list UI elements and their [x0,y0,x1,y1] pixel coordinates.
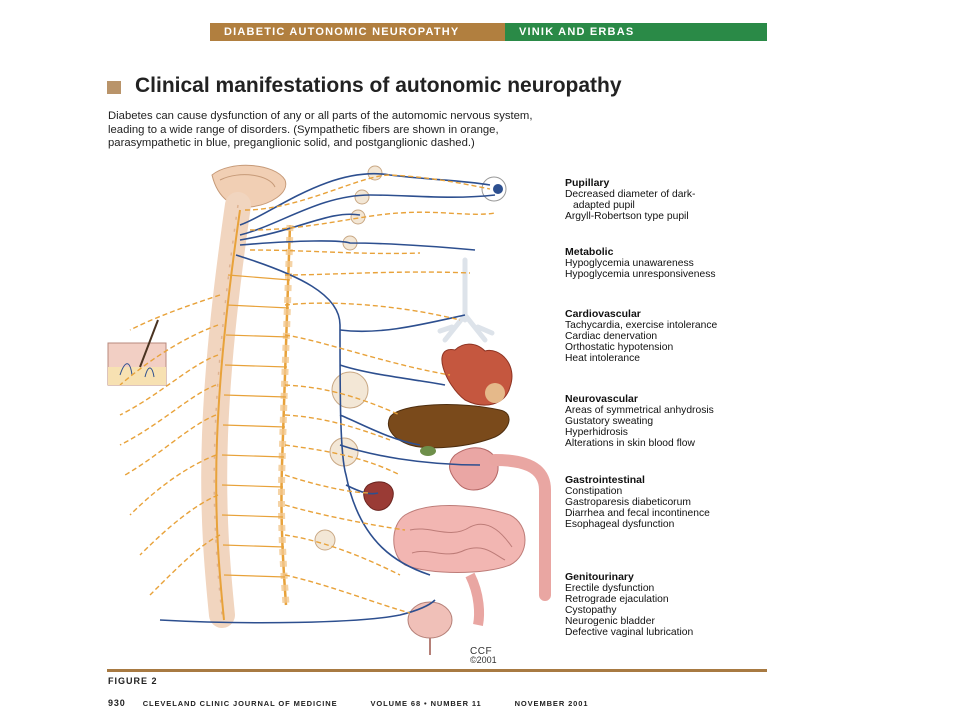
section-item: Decreased diameter of dark- [565,189,696,200]
section-metabolic: Metabolic Hypoglycemia unawareness Hypog… [565,246,780,280]
heart-icon [441,343,513,406]
footer-rule [107,669,767,672]
figure-title: Clinical manifestations of autonomic neu… [135,74,622,97]
section-item: Esophageal dysfunction [565,519,675,530]
section-item: Heat intolerance [565,353,640,364]
intro-line: Diabetes can cause dysfunction of any or… [108,110,533,122]
section-item: Gastroparesis diabeticorum [565,497,691,508]
kidney-icon [363,481,394,511]
section-item: adapted pupil [573,200,635,211]
journal-volume: VOLUME 68 • NUMBER 11 [370,699,482,708]
section-item: Cystopathy [565,605,617,616]
spinal-cord-icon [201,192,251,628]
running-header-topic: DIABETIC AUTONOMIC NEUROPATHY [210,23,505,41]
section-heading: Gastrointestinal [565,474,645,486]
ccf-copyright: ©2001 [470,655,497,665]
section-item: Tachycardia, exercise intolerance [565,320,718,331]
intro-line: leading to a wide range of disorders. (S… [108,123,499,136]
journal-date: NOVEMBER 2001 [514,699,589,708]
section-cardiovascular: Cardiovascular Tachycardia, exercise int… [565,308,780,364]
section-pupillary: Pupillary Decreased diameter of dark- ad… [565,177,780,222]
section-heading: Neurovascular [565,393,638,405]
bladder-icon [407,601,453,655]
page-footer: 930 CLEVELAND CLINIC JOURNAL OF MEDICINE… [108,698,618,708]
section-gastrointestinal: Gastrointestinal Constipation Gastropare… [565,474,780,530]
section-item: Hypoglycemia unawareness [565,258,694,269]
section-item: Cardiac denervation [565,331,658,342]
liver-icon [387,404,510,456]
eye-icon [481,176,507,202]
section-heading: Metabolic [565,246,614,258]
figure-intro: Diabetes can cause dysfunction of any or… [108,110,643,151]
autonomic-nervous-system-illustration [107,164,551,655]
sympathetic-chain-icon [277,224,294,606]
section-item: Argyll-Robertson type pupil [565,211,689,222]
section-item: Defective vaginal lubrication [565,627,694,638]
title-bullet-square [107,81,121,94]
section-item: Alterations in skin blood flow [565,438,695,449]
section-item: Gustatory sweating [565,416,654,427]
section-neurovascular: Neurovascular Areas of symmetrical anhyd… [565,393,780,449]
section-item: Orthostatic hypotension [565,342,674,353]
stomach-intestines-icon [393,447,551,626]
section-item: Erectile dysfunction [565,583,655,594]
running-header-authors: VINIK AND ERBAS [505,23,767,41]
figure-label: FIGURE 2 [108,676,158,686]
intro-line: parasympathetic in blue, preganglionic s… [108,137,475,149]
illustration-credit: CCF ©2001 [470,647,497,665]
section-item: Diarrhea and fecal incontinence [565,508,710,519]
section-item: Areas of symmetrical anhydrosis [565,405,714,416]
section-genitourinary: Genitourinary Erectile dysfunction Retro… [565,571,780,638]
cord-segments [221,274,291,578]
section-item: Hypoglycemia unresponsiveness [565,269,716,280]
section-item: Constipation [565,486,623,497]
trachea-lungs-icon [437,257,495,343]
section-heading: Pupillary [565,177,610,189]
section-item: Retrograde ejaculation [565,594,669,605]
section-heading: Genitourinary [565,571,634,583]
journal-name: CLEVELAND CLINIC JOURNAL OF MEDICINE [142,699,338,708]
section-item: Hyperhidrosis [565,427,628,438]
section-heading: Cardiovascular [565,308,641,320]
section-item: Neurogenic bladder [565,616,655,627]
ccf-mark: CCF [470,646,493,657]
skin-patch-icon [107,319,167,386]
sympathetic-fibers [119,174,496,614]
page-number: 930 [108,698,126,708]
